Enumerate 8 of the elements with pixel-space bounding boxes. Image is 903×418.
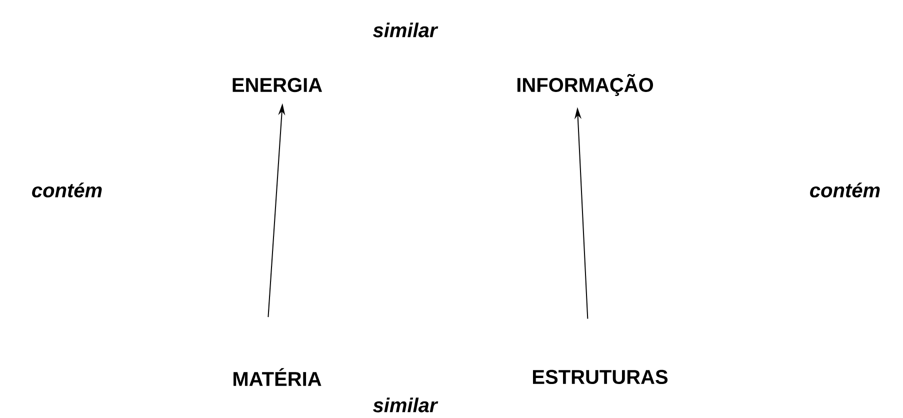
concept-word: ENERGIA (232, 78, 322, 92)
concept-word: INFORMAÇÃO (517, 74, 654, 96)
relation-label: contém (32, 182, 102, 198)
relation-label: contém (810, 182, 880, 198)
concept-word: MATÉRIA (234, 368, 322, 386)
relation-label: similar (372, 398, 438, 412)
concept-word: ESTRUTURAS (533, 370, 668, 384)
relation-label: similar (372, 22, 438, 38)
